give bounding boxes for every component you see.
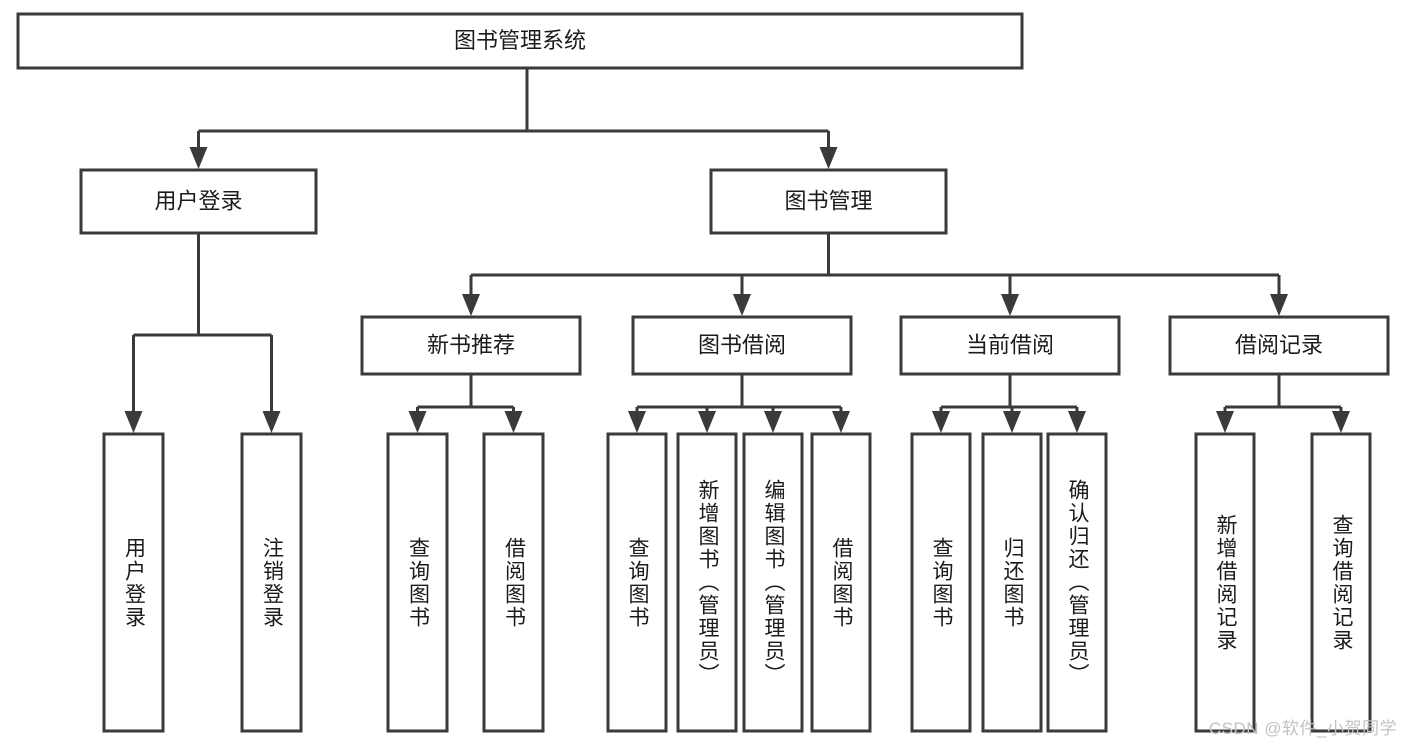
arrow-head-icon bbox=[733, 294, 751, 316]
arrow-head-icon bbox=[819, 147, 838, 169]
leaf-box-leaf-query-book-3[interactable] bbox=[910, 432, 972, 733]
leaf-box-leaf-confirm-return[interactable] bbox=[1046, 432, 1108, 733]
node-label: 图书管理系统 bbox=[454, 28, 586, 53]
leaf-box-leaf-return-book[interactable] bbox=[981, 432, 1043, 733]
arrow-head-icon bbox=[832, 411, 850, 433]
leaf-box-leaf-user-login[interactable] bbox=[102, 432, 165, 733]
node-box-current-borrow[interactable] bbox=[899, 315, 1121, 376]
node-label: 用户登录 bbox=[154, 188, 242, 213]
node-box-root[interactable] bbox=[16, 12, 1024, 70]
leaf-box-leaf-logout[interactable] bbox=[240, 432, 303, 733]
arrow-head-icon bbox=[504, 411, 523, 433]
arrow-head-icon bbox=[1270, 294, 1288, 316]
node-box-new-book-recommend[interactable] bbox=[360, 315, 582, 376]
boxes-layer bbox=[16, 12, 1390, 733]
leaf-box-leaf-edit-book[interactable] bbox=[742, 432, 804, 733]
arrow-head-icon bbox=[764, 411, 782, 433]
node-label: 新书推荐 bbox=[427, 332, 515, 357]
node-box-borrow-record[interactable] bbox=[1168, 315, 1390, 376]
arrow-head-icon bbox=[262, 411, 281, 433]
node-box-book-borrow[interactable] bbox=[631, 315, 853, 376]
node-label: 图书管理 bbox=[784, 188, 872, 213]
leaf-box-leaf-add-record[interactable] bbox=[1194, 432, 1256, 733]
arrow-head-icon bbox=[462, 294, 480, 316]
leaf-box-leaf-query-record[interactable] bbox=[1310, 432, 1372, 733]
leaf-box-leaf-add-book[interactable] bbox=[676, 432, 738, 733]
node-label: 当前借阅 bbox=[966, 332, 1054, 357]
node-box-book-manage[interactable] bbox=[709, 168, 948, 235]
arrow-head-icon bbox=[189, 147, 208, 169]
leaf-box-leaf-borrow-book-2[interactable] bbox=[810, 432, 872, 733]
arrow-head-icon bbox=[698, 411, 716, 433]
arrow-head-icon bbox=[124, 411, 143, 433]
arrow-head-icon bbox=[932, 411, 950, 433]
arrow-head-icon bbox=[1003, 411, 1021, 433]
watermark-text: CSDN @软件_小贺同学 bbox=[1208, 719, 1397, 738]
arrow-head-icon bbox=[408, 411, 427, 433]
arrow-head-icon bbox=[1068, 411, 1086, 433]
node-box-user-login[interactable] bbox=[79, 168, 318, 235]
arrow-head-icon bbox=[628, 411, 646, 433]
arrow-head-icon bbox=[1332, 411, 1350, 433]
arrow-head-icon bbox=[1216, 411, 1234, 433]
node-label: 借阅记录 bbox=[1235, 332, 1323, 357]
leaf-box-leaf-query-book-2[interactable] bbox=[606, 432, 668, 733]
arrow-head-icon bbox=[1001, 294, 1019, 316]
node-label: 图书借阅 bbox=[698, 332, 786, 357]
connectors-layer bbox=[124, 68, 1350, 433]
leaf-box-leaf-borrow-book-1[interactable] bbox=[482, 432, 545, 733]
leaf-box-leaf-query-book-1[interactable] bbox=[386, 432, 449, 733]
